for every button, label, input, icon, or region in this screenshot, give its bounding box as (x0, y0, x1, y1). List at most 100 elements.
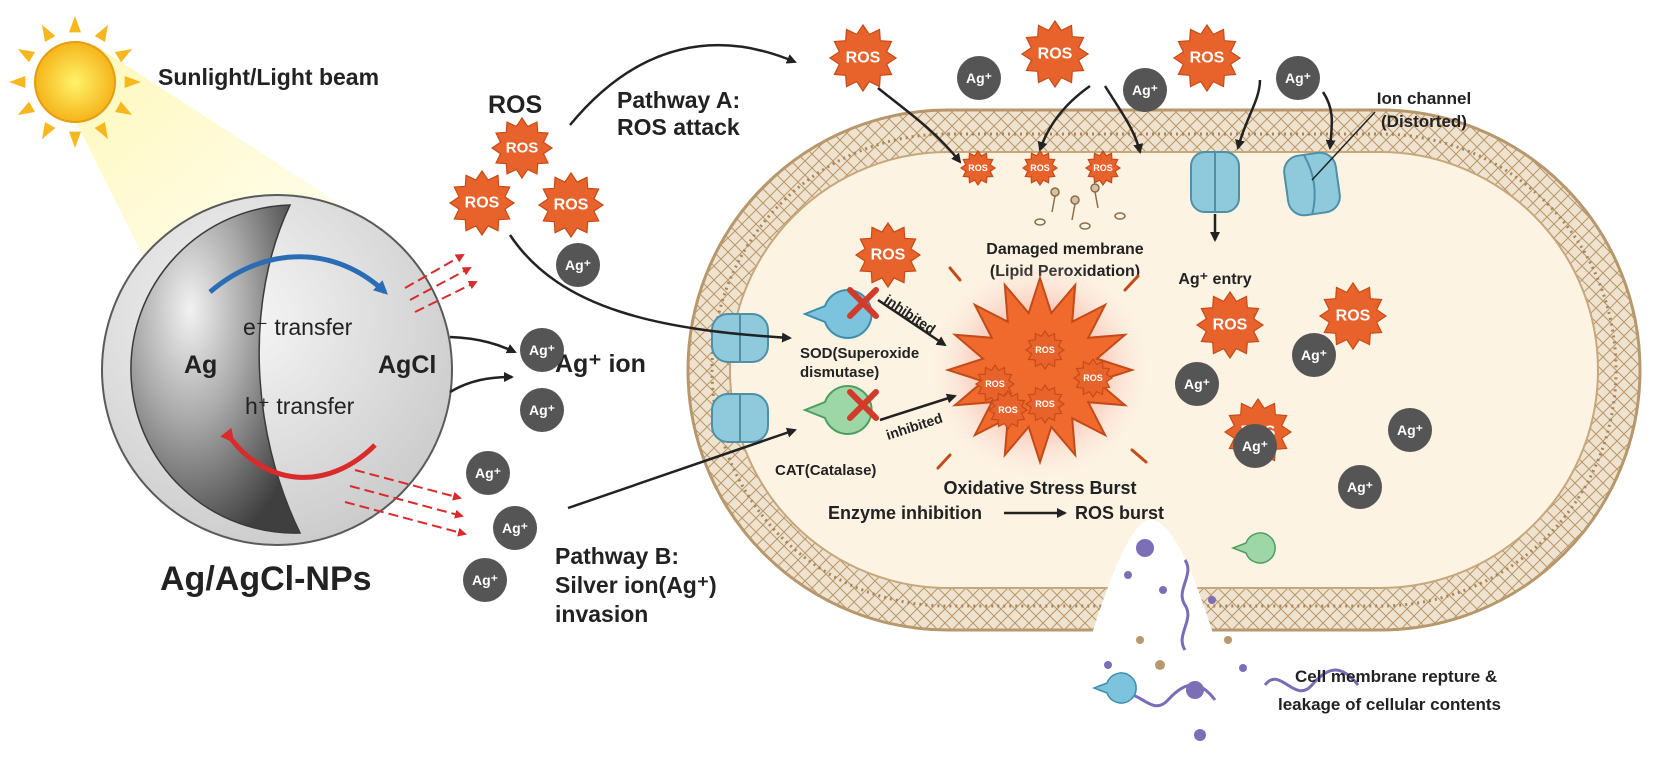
leaked-enzyme-sod (1091, 672, 1137, 704)
ag-to-cell-arrow-1 (449, 335, 517, 354)
leaked-particle (1224, 636, 1232, 644)
ros-label: ROS (1035, 399, 1055, 409)
burst-sparks (936, 266, 1148, 470)
ag-ion-symbol: Ag⁺ (1184, 376, 1210, 392)
ros-label: ROS (846, 50, 881, 67)
ag-ion: Ag⁺ (556, 243, 600, 287)
cat-to-burst-arrow (879, 393, 957, 422)
ag-to-cell-arrow-2 (449, 372, 514, 394)
light-label: Sunlight/Light beam (158, 64, 379, 90)
sod-sublabel: dismutase) (800, 364, 879, 381)
ag-ion: Ag⁺ (466, 451, 510, 495)
sun-ray (114, 101, 133, 115)
emission-arrows-upper (404, 254, 478, 313)
ag-entry-label: Ag⁺ entry (1178, 271, 1251, 288)
ros-attack-arrow-3 (1103, 85, 1144, 154)
ros-attack-arrow-1 (877, 87, 962, 164)
agcl-shell-label: AgCl (378, 351, 436, 379)
ag-ion: Ag⁺ (957, 56, 1001, 100)
bacterial-cell (686, 108, 1642, 640)
emission-arrows-lower (344, 469, 467, 537)
ros-label: ROS (1190, 50, 1225, 67)
ros-label: ROS (871, 247, 906, 264)
ag-core (130, 204, 302, 534)
ag-ion-symbol: Ag⁺ (966, 70, 992, 86)
ros-attack-arrow-2 (1037, 84, 1091, 152)
leaked-contents (1091, 532, 1360, 741)
rupture-label: Cell membrane repture & (1295, 667, 1497, 686)
leaked-particle (1239, 664, 1247, 672)
sun-ray (17, 101, 36, 115)
sun-ray (69, 16, 81, 33)
ros-label: ROS (465, 195, 500, 212)
pathway-b-arrow (567, 427, 797, 510)
ros-to-sod-arrow (508, 234, 792, 343)
burst-ros: ROS (1024, 383, 1066, 425)
burst-ros: ROS (1024, 329, 1066, 371)
ag-ion-symbol: Ag⁺ (565, 257, 591, 273)
ag-entry-arrow-2 (1321, 91, 1336, 150)
ag-ion-symbol: Ag⁺ (502, 520, 528, 536)
ros-molecule: ROS (1020, 19, 1090, 89)
inner-bilayer-line (710, 132, 1618, 608)
ion-channel-distorted (1283, 151, 1341, 217)
ag-core-label: Ag (184, 351, 217, 379)
ros-label: ROS (1035, 345, 1055, 355)
sun-ray (94, 121, 108, 140)
dna-strand-3 (1180, 559, 1190, 651)
sun-ray (42, 24, 56, 43)
membrane-ros: ROS (959, 149, 997, 187)
leaked-particle (1136, 539, 1154, 557)
sun-icon (9, 16, 141, 148)
ion-channel-left-lower (711, 393, 769, 443)
ion-channel-label: Ion channel (1377, 89, 1471, 108)
ag-ion: Ag⁺ (520, 328, 564, 372)
leaked-particle (1159, 586, 1167, 594)
ros-label: ROS (968, 163, 988, 173)
ag-ion: Ag⁺ (1292, 333, 1336, 377)
ion-channel-sublabel: (Distorted) (1381, 112, 1467, 131)
sun-ray (69, 131, 81, 148)
ag-ion: Ag⁺ (520, 388, 564, 432)
leaked-particle (1136, 636, 1144, 644)
ag-ion-symbol: Ag⁺ (1242, 438, 1268, 454)
burst-label: Oxidative Stress Burst (943, 478, 1136, 498)
ros-molecule: ROS (854, 221, 922, 289)
sod-label: SOD(Superoxide (800, 345, 919, 362)
ion-channel-top (1190, 151, 1240, 213)
ion-channel-leader (1311, 111, 1376, 181)
leaked-particle (1186, 681, 1204, 699)
sun-ray (17, 49, 36, 63)
ros-label: ROS (1030, 163, 1050, 173)
ag-ion: Ag⁺ (493, 506, 537, 550)
burst-ros: ROS (1072, 357, 1114, 399)
membrane-ros: ROS (1084, 149, 1122, 187)
leaked-particle (1194, 729, 1206, 741)
ros-label: ROS (1093, 163, 1113, 173)
ag-ion-symbol: Ag⁺ (1285, 70, 1311, 86)
sod-enzyme (802, 289, 873, 339)
ag-ion-symbol: Ag⁺ (475, 465, 501, 481)
ros-label: ROS (554, 197, 589, 214)
rupture-sublabel: leakage of cellular contents (1278, 695, 1501, 714)
sod-to-burst-arrow (877, 298, 947, 347)
ros-molecule: ROS (1318, 281, 1388, 351)
pathway-a-arrow (569, 44, 797, 126)
ros-label: ROS (985, 379, 1005, 389)
leaked-particle (1124, 571, 1132, 579)
e-transfer-arrow (208, 254, 388, 295)
ag-ion-symbol: Ag⁺ (1132, 82, 1158, 98)
ros-molecule: ROS (1195, 290, 1265, 360)
burst-ros: ROS (987, 389, 1029, 431)
leaked-particle (1155, 660, 1165, 670)
ag-ion-symbol: Ag⁺ (1347, 479, 1373, 495)
dna-strand-2 (1263, 668, 1360, 693)
ros-molecule: ROS (1172, 23, 1242, 93)
ros-molecule: ROS (828, 23, 898, 93)
ros-label: ROS (506, 140, 539, 157)
ag-ion: Ag⁺ (1123, 68, 1167, 112)
pathway-a-desc: ROS attack (617, 114, 740, 140)
leaked-particle (1208, 596, 1216, 604)
ros-burst-label: ROS burst (1075, 503, 1164, 523)
